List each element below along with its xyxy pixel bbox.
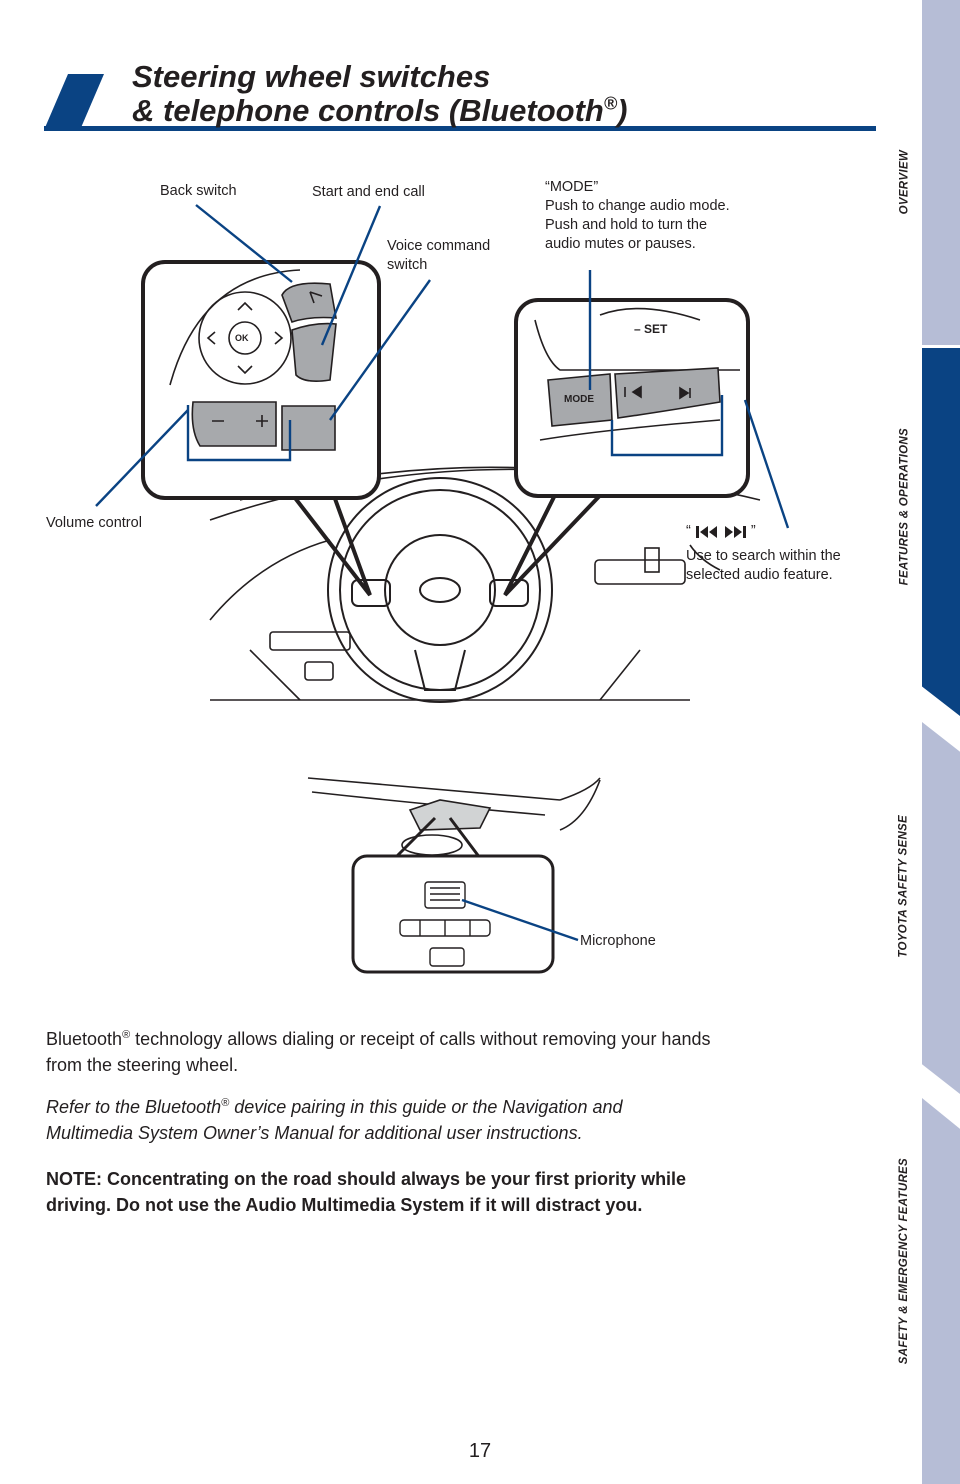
ok-button-label: OK: [235, 333, 249, 343]
page-title: Steering wheel switches & telephone cont…: [132, 60, 627, 128]
steering-wheel-illustration: [95, 204, 790, 974]
tab-features-operations[interactable]: [922, 348, 960, 716]
title-line2-suffix: ): [617, 93, 628, 128]
title-registered-mark: ®: [603, 93, 618, 114]
search-line1: Use to search within the: [686, 548, 841, 564]
reference-line2: Multimedia System Owner’s Manual for add…: [46, 1123, 583, 1143]
mode-label: “MODE” Push to change audio mode. Push a…: [545, 178, 730, 254]
right-switch-cluster: [534, 307, 740, 441]
voice-command-line2: switch: [387, 257, 428, 273]
title-rule: [44, 126, 876, 131]
reference-line1-rest: device pairing in this guide or the Navi…: [229, 1097, 623, 1117]
dashboard-sketch: [209, 466, 761, 701]
microphone-callout-frame: [351, 854, 555, 974]
left-callout-pointer: [283, 483, 372, 597]
overhead-console-sketch: [307, 777, 601, 856]
mode-line3: Push and hold to turn the: [545, 217, 708, 233]
intro-line1-rest: technology allows dialing or receipt of …: [130, 1029, 711, 1049]
reference-paragraph: Refer to the Bluetooth® device pairing i…: [46, 1094, 622, 1146]
skip-forward-icon: [724, 525, 746, 538]
start-end-call-label: Start and end call: [312, 184, 425, 200]
intro-paragraph: Bluetooth® technology allows dialing or …: [46, 1026, 710, 1078]
skip-back-icon: [695, 525, 717, 538]
intro-line2: from the steering wheel.: [46, 1055, 239, 1075]
tab-safety-emergency[interactable]: [922, 1098, 960, 1484]
search-open-quote: “: [686, 523, 691, 539]
search-line2: selected audio feature.: [686, 567, 833, 583]
tab-toyota-safety-sense[interactable]: [922, 722, 960, 1094]
mode-line2: Push to change audio mode.: [545, 198, 730, 214]
voice-command-label: Voice command switch: [387, 237, 490, 275]
left-callout-frame: [141, 260, 381, 500]
search-close-quote: ”: [750, 523, 756, 539]
reference-bluetooth-word: Refer to the Bluetooth: [46, 1097, 222, 1117]
tab-label-safety-emergency: SAFETY & EMERGENCY FEATURES: [898, 1158, 910, 1365]
mode-line1: “MODE”: [545, 179, 599, 195]
set-button-label: – SET: [634, 322, 668, 336]
volume-control-label: Volume control: [46, 515, 142, 531]
reference-registered-mark: ®: [221, 1097, 230, 1109]
intro-line1: Bluetooth® technology allows dialing or …: [46, 1026, 710, 1052]
back-switch-label: Back switch: [160, 183, 237, 199]
right-callout-pointer: [503, 483, 612, 597]
page-title-line1: Steering wheel switches: [132, 59, 491, 94]
steering-wheel: [327, 477, 553, 703]
page-title-line2: & telephone controls (Bluetooth®): [132, 94, 627, 128]
title-line2-prefix: & telephone controls (Bluetooth: [132, 93, 604, 128]
reference-line1: Refer to the Bluetooth® device pairing i…: [46, 1094, 622, 1120]
mode-line4: audio mutes or pauses.: [545, 236, 696, 252]
search-symbol-line: “ ”: [686, 522, 841, 541]
note-line1: NOTE: Concentrating on the road should a…: [46, 1169, 687, 1189]
intro-bluetooth-word: Bluetooth: [46, 1029, 123, 1049]
safety-note: NOTE: Concentrating on the road should a…: [46, 1166, 846, 1218]
left-switch-cluster: [169, 269, 337, 451]
microphone-detail: [399, 881, 491, 967]
voice-command-line1: Voice command: [387, 238, 491, 254]
leader-lines: [95, 204, 790, 529]
mode-button-label: MODE: [564, 394, 594, 405]
microphone-leader-line: [461, 898, 579, 942]
microphone-label: Microphone: [580, 933, 656, 949]
note-line2: driving. Do not use the Audio Multimedia…: [46, 1195, 643, 1215]
microphone-callout-pointer: [393, 816, 482, 860]
section-tab-strip: [890, 0, 960, 1484]
tab-overview[interactable]: [922, 0, 960, 345]
search-label: “ ” Use to search within the selected au…: [686, 522, 841, 585]
page-number: 17: [468, 1440, 492, 1462]
intro-registered-mark: ®: [122, 1029, 131, 1041]
